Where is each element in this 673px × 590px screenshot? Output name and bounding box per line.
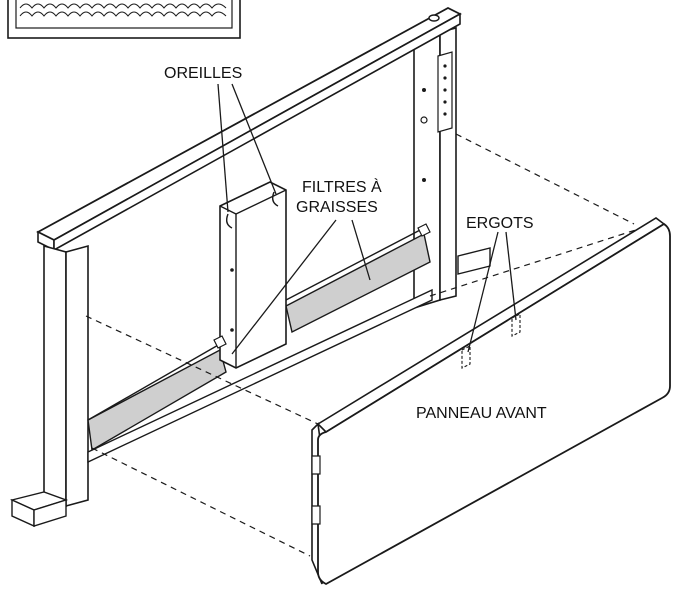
grease-filter-right bbox=[285, 227, 431, 334]
left-base-foot bbox=[9, 491, 69, 528]
top-cap-bar bbox=[36, 6, 462, 252]
front-panel bbox=[311, 217, 671, 586]
center-blower-housing bbox=[219, 181, 287, 369]
alignment-dashed-lines bbox=[85, 133, 649, 557]
label-ergots: ERGOTS bbox=[466, 215, 534, 232]
left-post bbox=[43, 244, 89, 508]
inset-detail-box bbox=[7, 0, 241, 39]
label-filtres-line2: GRAISSES bbox=[296, 199, 378, 216]
label-filtres-line1: FILTRES À bbox=[302, 177, 382, 196]
control-panel-strip bbox=[437, 51, 453, 133]
leader-lines bbox=[217, 83, 517, 355]
filter-end-tabs bbox=[213, 88, 431, 349]
panel-pins-hidden bbox=[461, 313, 521, 369]
bottom-rail bbox=[87, 288, 433, 464]
right-base-foot bbox=[457, 247, 491, 275]
label-oreilles: OREILLES bbox=[164, 65, 242, 82]
grease-filter-left bbox=[87, 343, 227, 452]
label-panneau-avant: PANNEAU AVANT bbox=[416, 405, 547, 422]
